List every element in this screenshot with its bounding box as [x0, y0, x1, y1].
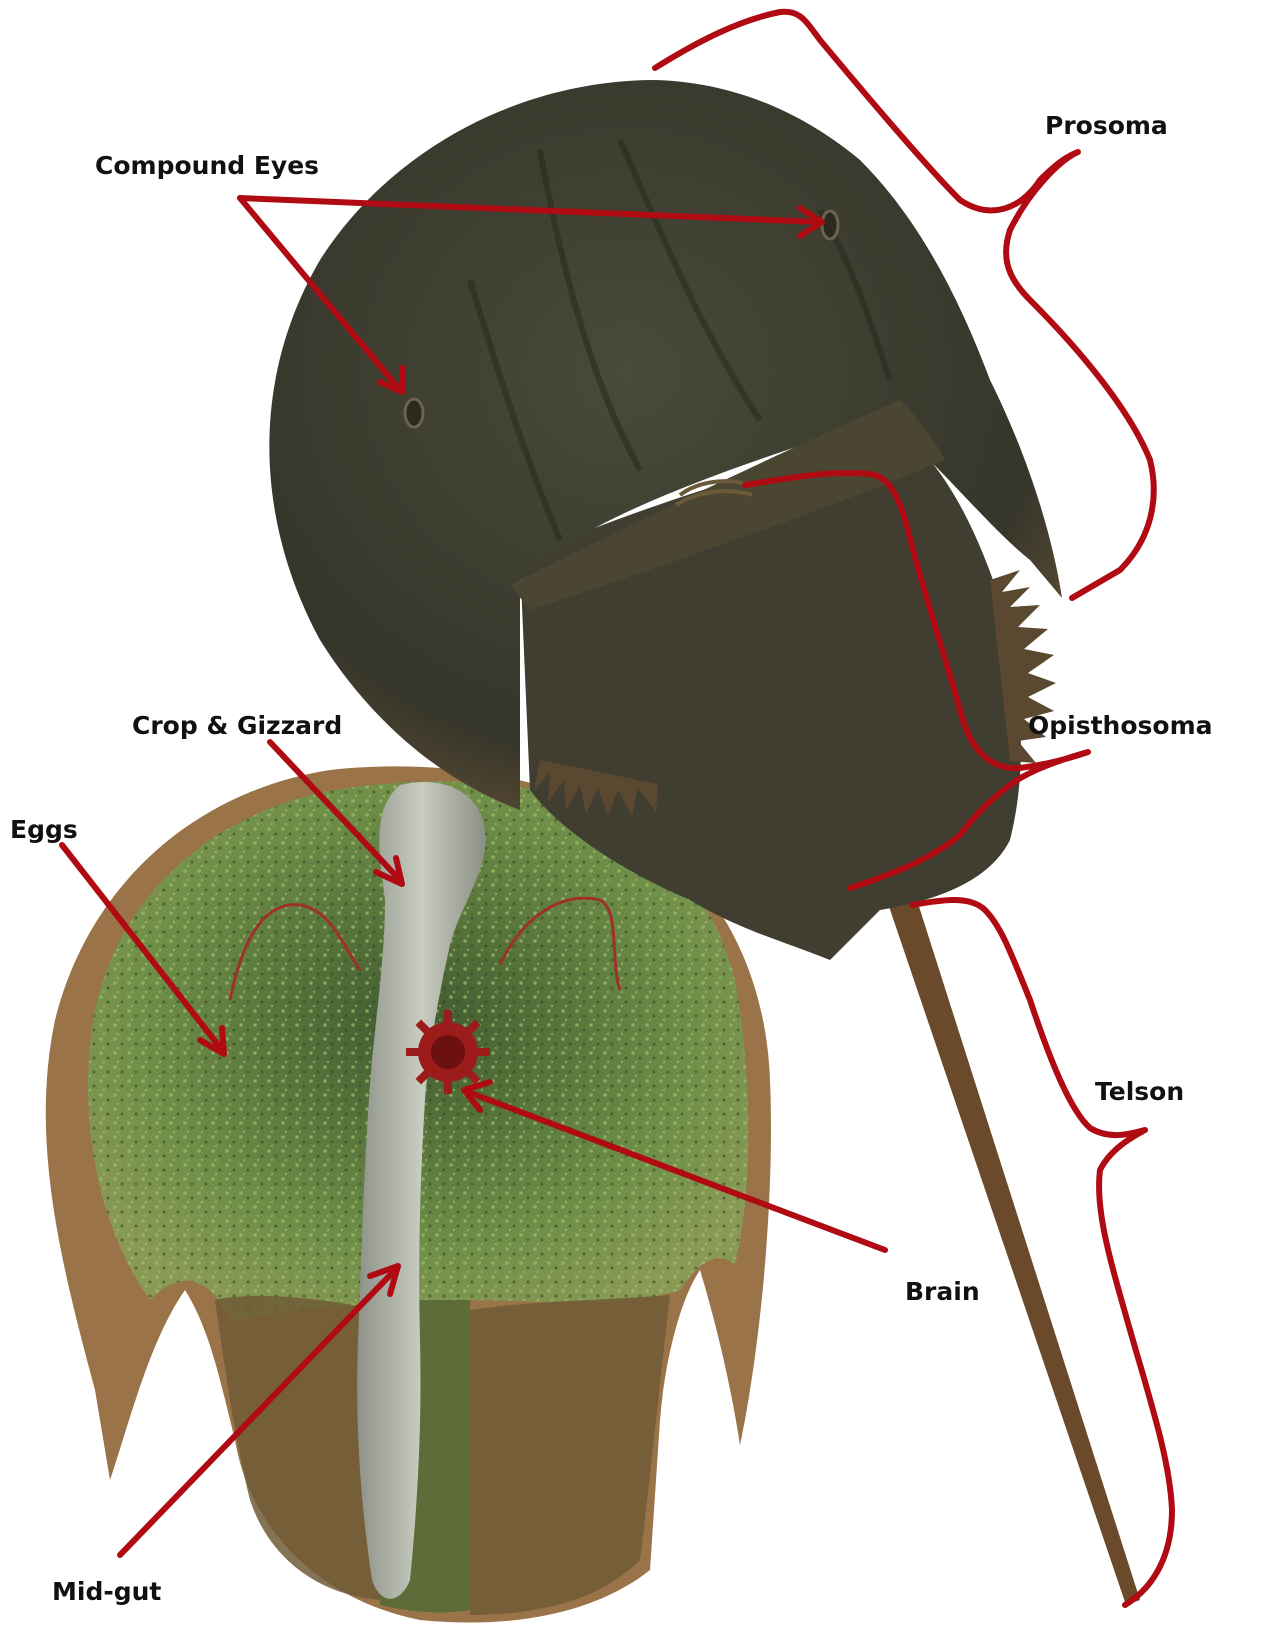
label-brain: Brain: [905, 1277, 980, 1306]
telson-spine: [880, 872, 1140, 1605]
brain-ring: [406, 1010, 490, 1094]
label-compound-eyes: Compound Eyes: [95, 151, 319, 180]
label-crop-gizzard: Crop & Gizzard: [132, 711, 342, 740]
label-telson: Telson: [1095, 1077, 1184, 1106]
telson-brace: [912, 900, 1172, 1605]
compound-eye-left: [405, 399, 423, 427]
compound-eye-right: [822, 211, 838, 239]
label-eggs: Eggs: [10, 815, 78, 844]
crab-underside: [46, 766, 771, 1622]
label-mid-gut: Mid-gut: [52, 1577, 161, 1606]
label-opisthosoma: Opisthosoma: [1028, 711, 1213, 740]
label-prosoma: Prosoma: [1045, 111, 1168, 140]
